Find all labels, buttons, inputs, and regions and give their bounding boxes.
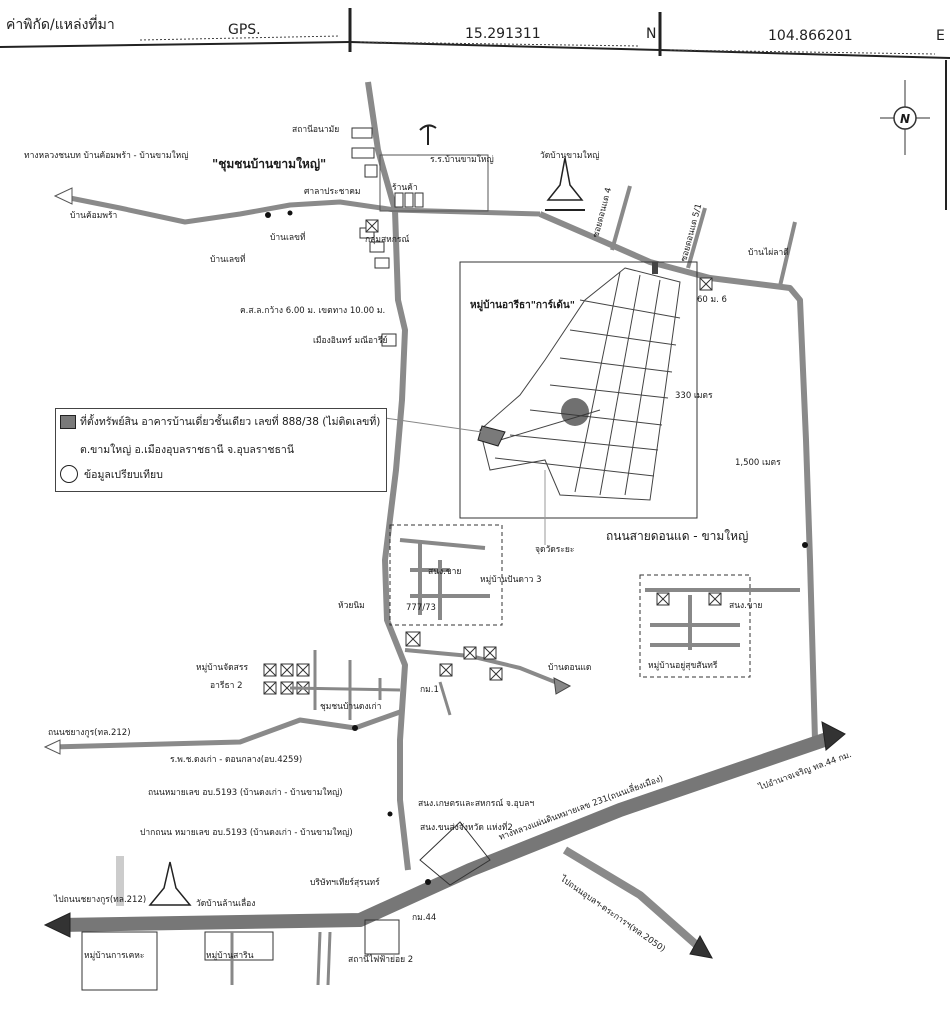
arisa-gate — [652, 262, 658, 274]
label-ban-num-1: บ้านเลขที่ — [270, 231, 306, 243]
village-sukhumvit-roads — [645, 588, 800, 650]
label-road-4259: ร.พ.ช.ดงเก่า - ดอนกลาง(อบ.4259) — [170, 755, 302, 765]
subject-pointer — [384, 417, 483, 433]
legend-comparable-circle — [60, 465, 78, 483]
label-shop-1: สนง.ขาย — [428, 567, 461, 577]
label-soi-4: ซอยดอนแด 4 — [591, 187, 614, 239]
temple-stupa-top — [545, 157, 585, 211]
label-huay: ห้วยนิม — [338, 600, 365, 611]
latitude-value: 15.291311 — [465, 26, 541, 42]
label-ban-num-2: บ้านเลขที่ — [210, 253, 246, 265]
label-company: บริษัทฯเทียร์สุรนทร์ — [310, 877, 380, 888]
village-pun-frame — [389, 524, 503, 626]
arrow-ubon-trakan — [689, 934, 713, 959]
village-arisa-frame — [459, 261, 698, 519]
label-wat-kham-yai: วัดบ้านขามใหญ่ — [540, 150, 599, 161]
label-community-donkao: ชุมชนบ้านดงเก่า — [320, 701, 381, 712]
label-arisa-2: อารีธา 2 — [210, 680, 243, 691]
arrow-highway-w — [43, 912, 71, 938]
label-school: ร.ร.บ้านขามใหญ่ — [430, 154, 494, 165]
arrow-chayangkun-top — [43, 739, 61, 755]
label-village-sukhumvit: หมู่บ้านอยู่สุขสันทรี — [648, 660, 718, 671]
label-ban-khom-phra: บ้านค้อมพร้า — [70, 210, 117, 221]
label-sala: ศาลาประชาคม — [304, 187, 361, 197]
temple-stupa-bottom — [116, 856, 192, 906]
label-rural-road: ทางหลวงชนบท บ้านค้อมพร้า - บ้านขามใหญ่ — [24, 150, 189, 161]
legend-row-comparable: ข้อมูลเปรียบเทียบ — [84, 469, 163, 481]
road-soi-4 — [610, 185, 632, 251]
coord-label: ค่าพิกัด/แหล่งที่มา — [6, 17, 115, 33]
compass-n-label: N — [900, 112, 910, 126]
highway-231 — [59, 731, 833, 932]
label-village-saran: หมู่บ้านสาริน — [206, 950, 254, 961]
label-km1: กม.1 — [420, 685, 439, 695]
arisa-park — [561, 398, 589, 426]
label-village-jat: หมู่บ้านจัดสรร — [196, 662, 248, 673]
label-dist-1500: 1,500 เมตร — [735, 458, 781, 468]
coordinate-header: ค่าพิกัด/แหล่งที่มา GPS. 15.291311 N 104… — [0, 0, 950, 55]
donkao-streets — [289, 650, 452, 720]
label-km44: กม.44 — [412, 913, 436, 923]
label-to-212: ไปถนนชยางกูร(ทล.212) — [53, 894, 146, 905]
legend-row-subject: ที่ตั้งทรัพย์สิน อาคารบ้านเดี่ยวชั้นเดีย… — [80, 416, 381, 428]
label-ban-donkae: บ้านดอนแด — [548, 662, 591, 673]
label-village-karakade: หมู่บ้านการเคหะ — [84, 950, 144, 961]
road-ubon-trakan — [562, 846, 703, 951]
longitude-dir: E — [936, 28, 945, 44]
label-station-2: สถานีไฟฟ้าย่อย 2 — [348, 954, 413, 965]
north-compass: N — [880, 80, 930, 155]
arrow-highway-ne — [821, 721, 846, 751]
label-wat-lao: วัดบ้านล้านเลื่อง — [196, 897, 255, 909]
label-agri-office: สนง.เกษตรและสหกรณ์ จ.อุบลฯ — [418, 798, 534, 809]
legend-subject-swatch — [60, 415, 76, 429]
road-donkae — [404, 648, 561, 686]
label-plot: 777/73 — [406, 603, 436, 613]
longitude-value: 104.866201 — [768, 28, 853, 44]
road-soi-5-1 — [686, 207, 707, 269]
header-lines — [0, 8, 950, 210]
label-health-station: สถานีอนามัย — [292, 124, 339, 135]
label-highway-office: สนง.ขนส่งจังหวัด แห่งที่2 — [420, 821, 513, 833]
road-khom-phra — [59, 193, 541, 225]
village-arisa-plots — [479, 267, 681, 501]
label-shop-2: สนง.ขาย — [729, 601, 762, 611]
arrow-donkae — [553, 677, 572, 695]
label-village-arisa: หมู่บ้านอารีธา"การ์เด้น" — [470, 299, 575, 312]
subject-property-marker — [477, 425, 506, 447]
label-coop: กลุ่มสหกรณ์ — [365, 234, 409, 245]
label-road-spec: ค.ส.ล.กว้าง 6.00 ม. เขตทาง 10.00 ม. — [240, 305, 385, 316]
legend-row-location: ต.ขามใหญ่ อ.เมืองอุบลราชธานี จ.อุบลราชธา… — [80, 444, 294, 456]
school-flag — [419, 124, 437, 145]
label-ban-phai-ree: บ้านไผ่ลาดี — [748, 247, 789, 258]
latitude-dir: N — [646, 26, 657, 42]
label-dots — [265, 210, 808, 885]
label-road-donkae: ถนนสายดอนแด - ขามใหญ่ — [606, 529, 748, 543]
village-pun-roads — [399, 538, 490, 620]
bottom-buildings — [81, 821, 491, 991]
label-dist-330: 330 เมตร — [675, 391, 713, 401]
arrow-khom-phra — [53, 187, 73, 205]
label-no-6: 60 ม. 6 — [697, 295, 727, 305]
label-measure-point: จุดวัดระยะ — [535, 545, 574, 555]
label-community-title: "ชุมชนบ้านขามใหญ่" — [212, 156, 326, 172]
label-shops: ร้านค้า — [392, 182, 418, 193]
label-road-5193: ถนนหมายเลข อบ.5193 (บ้านดงเก่า - บ้านขาม… — [148, 787, 343, 798]
legend: ที่ตั้งทรัพย์สิน อาคารบ้านเดี่ยวชั้นเดีย… — [55, 408, 387, 492]
label-road-212-top: ถนนชยางกูร(ทล.212) — [48, 728, 131, 738]
label-muang: เมืองอินทร์ มณีอารีย์ — [313, 335, 387, 346]
label-to-ubon: ไปถนนอุบลฯ-ตระการฯ(ทล.2050) — [557, 873, 667, 955]
road-chayangkun-top — [51, 709, 401, 750]
coord-source: GPS. — [228, 22, 261, 38]
label-road-5193-start: ปากถนน หมายเลข อบ.5193 (บ้านดงเก่า - บ้า… — [140, 827, 353, 838]
community-buildings — [351, 127, 489, 347]
label-village-pun: หมู่บ้านปันดาว 3 — [480, 574, 542, 585]
road-phai-ree-branch — [778, 221, 797, 287]
village-sukhumvit-frame — [639, 574, 751, 678]
bottom-streets — [230, 931, 332, 986]
road-east-phai-ree — [538, 211, 818, 741]
